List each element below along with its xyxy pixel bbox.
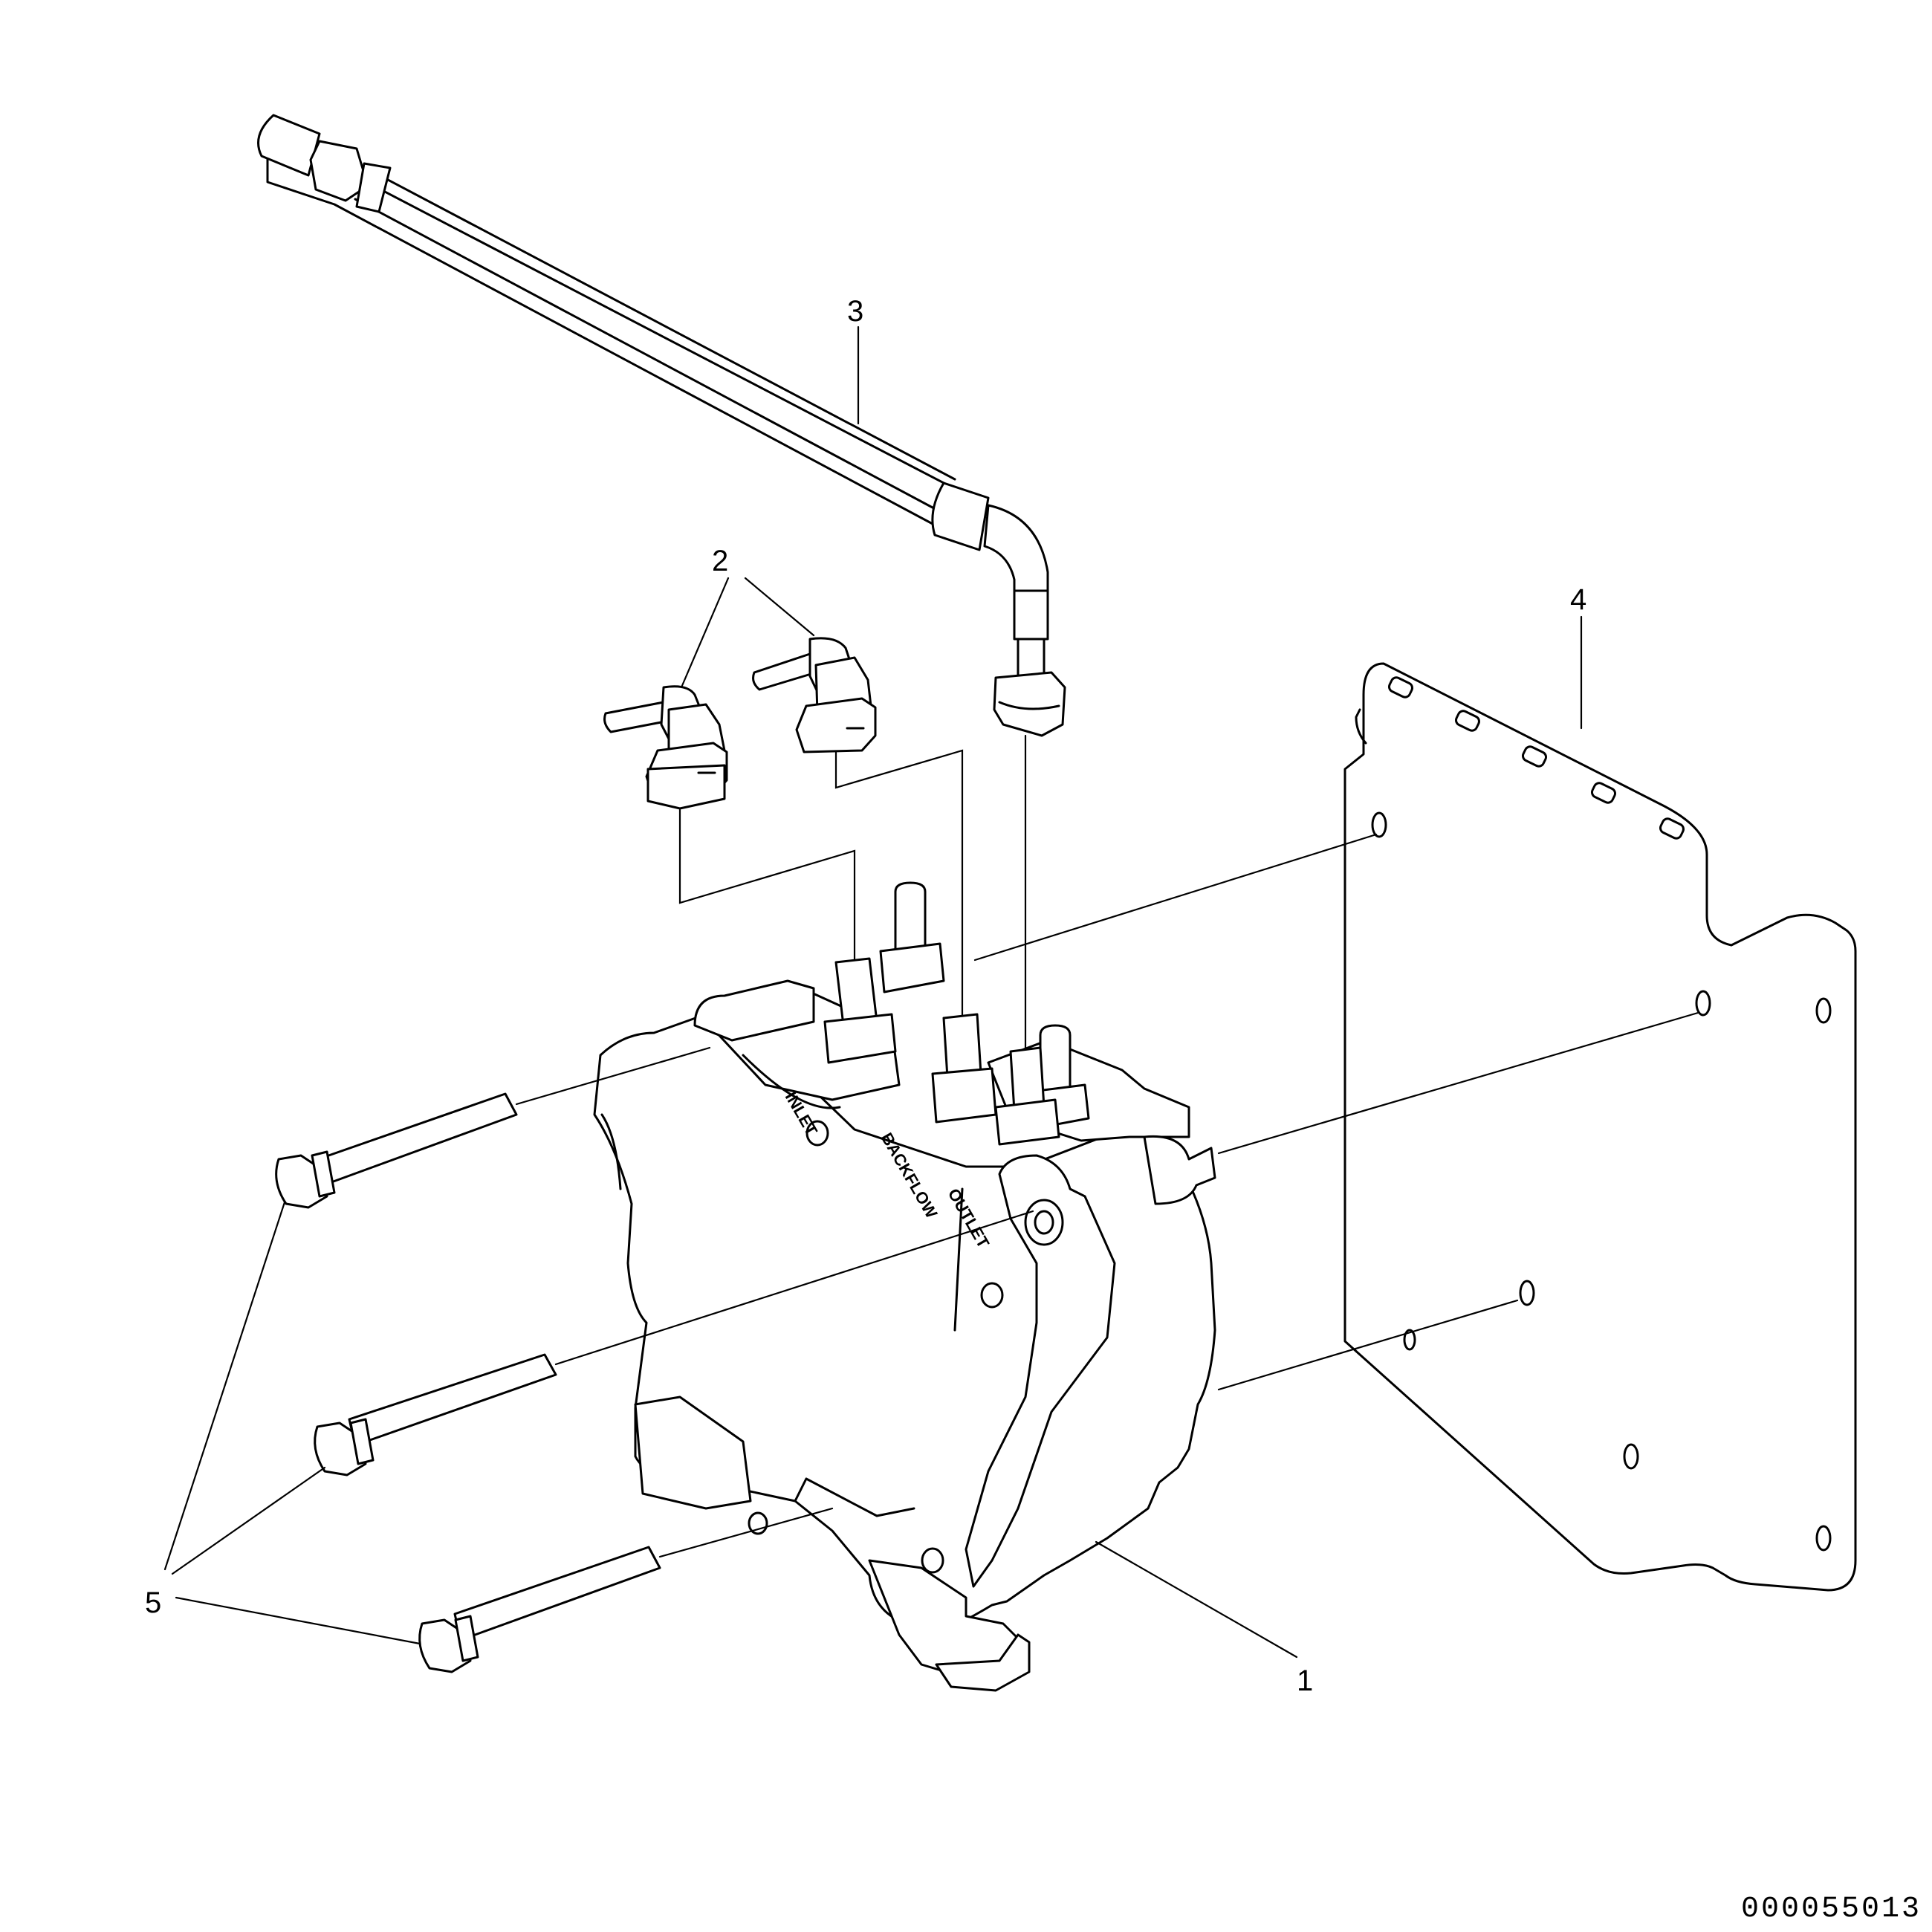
callout-4: 4 — [1570, 583, 1586, 730]
callout-number-4: 4 — [1570, 583, 1586, 616]
valve-assembly: INLET BACKFLOW OUTLET — [593, 881, 1216, 1692]
callout-2: 2 — [680, 545, 815, 689]
alignment-lines — [973, 833, 1699, 1391]
tube-assembly — [257, 114, 1066, 1064]
callout-3: 3 — [847, 295, 863, 425]
bolt-middle — [314, 1210, 1034, 1476]
bolt-top — [275, 1046, 711, 1209]
fitting-alignment-lines — [678, 749, 964, 1042]
callout-1: 1 — [1095, 1540, 1313, 1697]
mounting-plate — [1343, 662, 1857, 1592]
elbow-fitting-left — [603, 685, 728, 810]
callout-number-3: 3 — [847, 295, 863, 328]
callout-5: 5 — [145, 1201, 421, 1645]
elbow-fitting-right — [752, 637, 877, 753]
bolt-bottom — [418, 1507, 834, 1673]
document-id: 000055013 — [1740, 1893, 1922, 1926]
callout-number-1: 1 — [1297, 1664, 1313, 1697]
callout-number-2: 2 — [712, 545, 728, 577]
callout-number-5: 5 — [145, 1586, 161, 1619]
